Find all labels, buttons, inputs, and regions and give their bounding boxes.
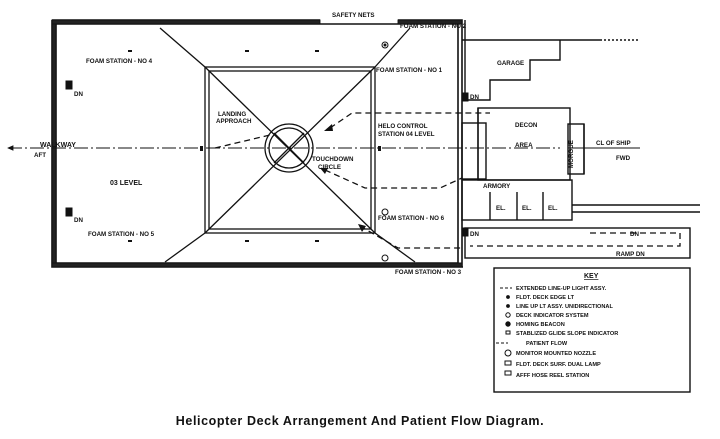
label-dn-3: DN	[470, 94, 479, 101]
label-helo-station: STATION 04 LEVEL	[378, 131, 435, 138]
key-item-3: LINE UP LT ASSY. UNIDIRECTIONAL	[516, 304, 613, 310]
diagram-caption: Helicopter Deck Arrangement And Patient …	[175, 414, 545, 428]
label-foam-3: FOAM STATION - NO 3	[395, 269, 462, 276]
key-item-8: MONITOR MOUNTED NOZZLE	[516, 351, 596, 357]
label-dn-2: DN	[74, 217, 83, 224]
key-item-4: DECK INDICATOR SYSTEM	[516, 313, 589, 319]
key-title: KEY	[584, 273, 599, 280]
safety-nets	[51, 19, 463, 268]
label-foam-2: FOAM STATION - NO 2	[400, 23, 467, 30]
label-safety-nets: SAFETY NETS	[332, 12, 375, 19]
label-morgue: MORGUE	[568, 140, 575, 168]
key-item-9: FLDT. DECK SURF. DUAL LAMP	[516, 362, 601, 368]
label-touchdown: TOUCHDOWN	[312, 156, 354, 163]
landing-square	[159, 27, 416, 263]
label-el-3: EL.	[548, 205, 558, 212]
label-armory: ARMORY	[483, 183, 511, 190]
key-item-6: STABLIZED GLIDE SLOPE INDICATOR	[516, 331, 618, 337]
deck-edge-lights	[128, 50, 381, 242]
label-dn-1: DN	[74, 91, 83, 98]
label-ramp-dn: RAMP DN	[616, 251, 645, 258]
label-landing: LANDING	[218, 111, 246, 118]
key-box: KEY EXTENDED LINE-UP LIGHT ASSY. FLDT. D…	[493, 267, 691, 393]
label-cl-ship: CL OF SHIP	[596, 140, 631, 147]
label-dn-ramp: DN	[630, 231, 639, 238]
label-el-2: EL.	[522, 205, 532, 212]
label-el-1: EL.	[496, 205, 506, 212]
label-helo-control: HELO CONTROL	[378, 123, 428, 130]
label-foam-4: FOAM STATION - NO 4	[86, 58, 153, 65]
label-foam-1: FOAM STATION - NO 1	[376, 67, 443, 74]
key-item-10: AFFF HOSE REEL STATION	[516, 373, 589, 379]
patient-flow	[214, 112, 681, 249]
label-decon-area: AREA	[515, 142, 533, 149]
label-approach: APPROACH	[216, 118, 252, 125]
label-dn-4: DN	[470, 231, 479, 238]
patient-flow-arrowheads	[320, 124, 366, 232]
key-item-5: HOMING BEACON	[516, 322, 565, 328]
label-aft: AFT	[34, 152, 46, 159]
label-walkway: WALKWAY	[40, 142, 76, 149]
key-item-7: PATIENT FLOW	[526, 341, 568, 347]
label-decon: DECON	[515, 122, 538, 129]
foam-station-markers	[65, 41, 469, 262]
label-circle: CIRCLE	[318, 164, 341, 171]
label-foam-5: FOAM STATION - NO 5	[88, 231, 155, 238]
superstructure	[461, 20, 700, 259]
label-03-level: 03 LEVEL	[110, 180, 143, 187]
key-symbols	[496, 287, 512, 376]
key-item-2: FLDT. DECK EDGE LT	[516, 295, 575, 301]
label-garage: GARAGE	[497, 60, 524, 67]
key-item-1: EXTENDED LINE-UP LIGHT ASSY.	[516, 286, 607, 292]
label-fwd: FWD	[616, 155, 631, 162]
label-foam-6: FOAM STATION - NO 6	[378, 215, 445, 222]
